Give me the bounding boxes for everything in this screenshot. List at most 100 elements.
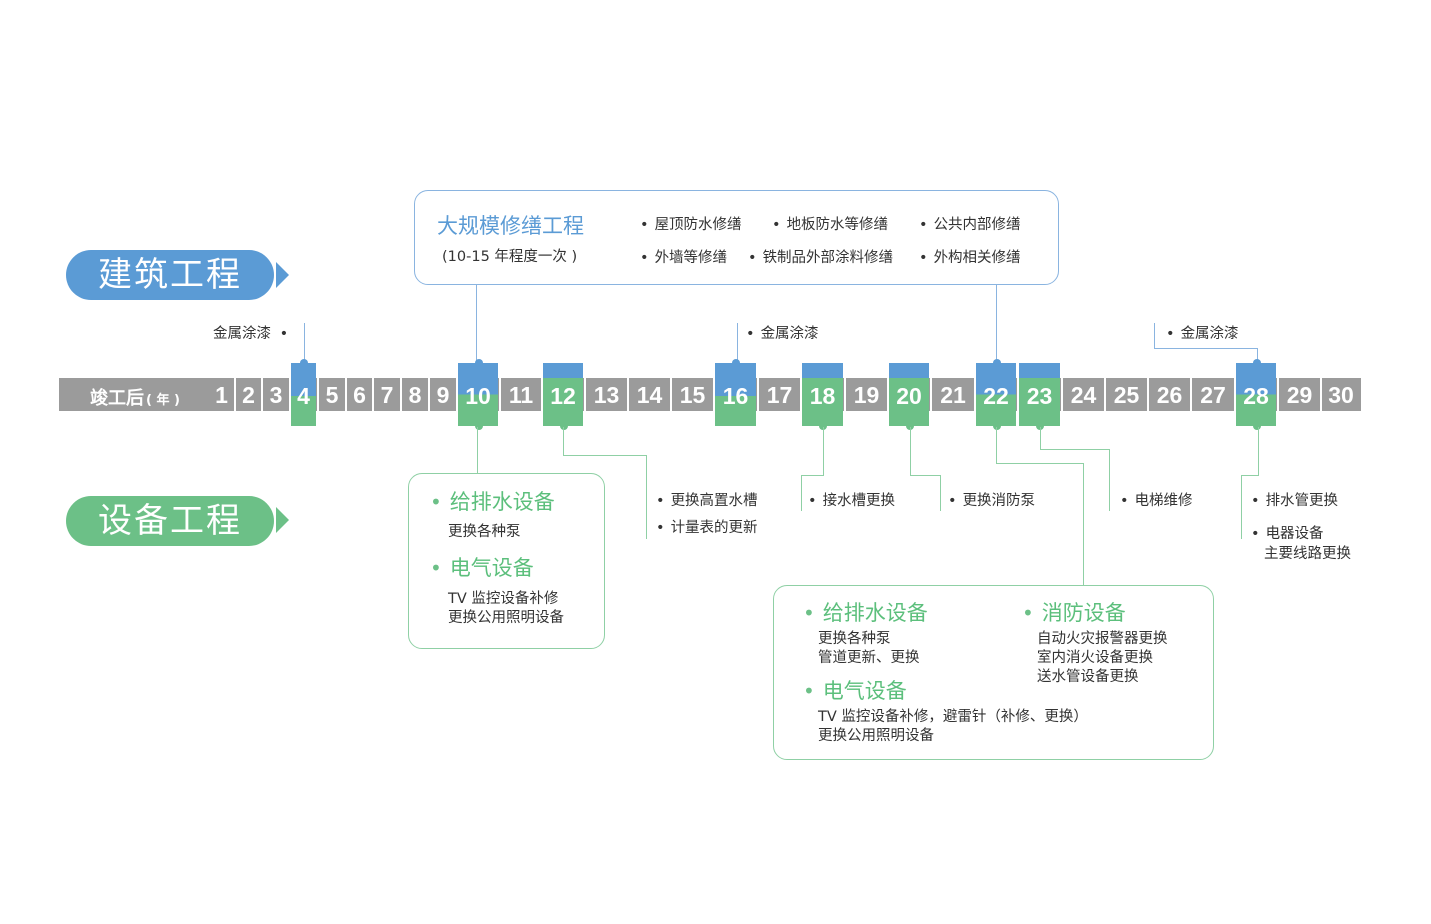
- connector-line: [737, 323, 738, 363]
- connector-line: [1257, 348, 1258, 363]
- major-repair-item: 屋顶防水修缮: [640, 213, 742, 234]
- timeline-separator: [887, 378, 889, 411]
- equipment-y22-group3-title: 电气设备: [803, 675, 907, 705]
- timeline-year-10: 10: [458, 363, 498, 426]
- equipment-y22-group1-line: 管道更新、更换: [818, 650, 920, 666]
- equipment-marker-dot: [559, 422, 568, 430]
- timeline-separator: [670, 378, 672, 411]
- connector-line: [801, 475, 824, 476]
- connector-line: [801, 475, 802, 511]
- connector-line: [1154, 323, 1155, 349]
- connector-line: [996, 427, 997, 463]
- equipment-y10-group2-line: 更换公用照明设备: [448, 610, 564, 626]
- building-arrow-icon: [276, 262, 289, 288]
- equipment-y22-group3-line: 更换公用照明设备: [818, 728, 934, 744]
- timeline-year-24: 24: [1070, 382, 1097, 408]
- timeline-separator: [1190, 378, 1192, 411]
- connector-line: [476, 284, 477, 364]
- equipment-y28-item: 电器设备: [1251, 522, 1324, 543]
- equipment-y20-item: 更换消防泵: [948, 489, 1036, 510]
- connector-line: [304, 323, 305, 363]
- timeline-year-22: 22: [976, 363, 1016, 426]
- timeline-year-30: 30: [1328, 382, 1354, 408]
- timeline-year-20: 20: [889, 363, 929, 426]
- timeline-separator: [584, 378, 586, 411]
- timeline-separator: [1017, 378, 1019, 411]
- timeline-separator: [372, 378, 374, 411]
- timeline-year-21: 21: [940, 382, 966, 408]
- timeline-year-23: 23: [1019, 363, 1060, 426]
- metal-paint-label-y4: 金属涂漆 •: [213, 326, 289, 342]
- equipment-marker-dot: [992, 422, 1001, 430]
- equipment-y28-item-line2: 主要线路更换: [1264, 546, 1351, 562]
- timeline-separator: [234, 378, 236, 411]
- timeline-year-2: 2: [242, 382, 255, 408]
- equipment-y10-group1-line: 更换各种泵: [448, 524, 521, 540]
- equipment-y12-item: 计量表的更新: [656, 516, 758, 537]
- connector-line: [563, 427, 564, 455]
- timeline-year-29: 29: [1286, 382, 1313, 408]
- connector-line: [1040, 449, 1110, 450]
- equipment-y10-group2-line: TV 监控设备补修: [448, 591, 559, 607]
- timeline-separator: [456, 378, 458, 411]
- timeline-year-16: 16: [715, 363, 756, 426]
- building-category-label: 建筑工程: [66, 250, 274, 300]
- metal-paint-label-y16: 金属涂漆: [746, 322, 819, 343]
- equipment-y18-item: 接水槽更换: [808, 489, 896, 510]
- timeline-separator: [800, 378, 802, 411]
- timeline-year-14: 14: [636, 382, 663, 408]
- connector-line: [1109, 449, 1110, 511]
- timeline-separator: [757, 378, 759, 411]
- connector-line: [996, 284, 997, 364]
- timeline-label: 竣工后( 年 ): [90, 388, 180, 409]
- timeline-year-13: 13: [593, 382, 620, 408]
- timeline-year-28: 28: [1236, 363, 1276, 426]
- timeline-year-5: 5: [325, 382, 339, 408]
- connector-line: [823, 427, 824, 475]
- equipment-category-label: 设备工程: [66, 496, 274, 546]
- timeline-separator: [844, 378, 846, 411]
- major-repair-box: [414, 190, 1059, 285]
- connector-line: [1083, 463, 1084, 585]
- equipment-marker-dot: [1036, 422, 1044, 430]
- equipment-y22-group1-title: 给排水设备: [803, 597, 928, 627]
- timeline-separator: [1320, 378, 1322, 411]
- timeline-year-18: 18: [802, 363, 843, 426]
- equipment-marker-dot: [474, 422, 483, 430]
- connector-line: [563, 455, 647, 456]
- building-marker-dot: [992, 359, 1001, 367]
- timeline-year-27: 27: [1200, 382, 1226, 408]
- timeline-year-3: 3: [269, 382, 283, 408]
- equipment-marker-dot: [819, 422, 827, 430]
- major-repair-item: 外墙等修缮: [640, 246, 728, 267]
- equipment-y23-item: 电梯维修: [1120, 489, 1193, 510]
- timeline-separator: [261, 378, 263, 411]
- connector-line: [996, 463, 1084, 464]
- connector-line: [477, 427, 478, 473]
- connector-line: [910, 427, 911, 475]
- equipment-y22-group2-line: 自动火灾报警器更换: [1037, 631, 1168, 647]
- timeline-separator: [930, 378, 932, 411]
- major-repair-item: 公共内部修缮: [919, 213, 1021, 234]
- major-repair-item: 外构相关修缮: [919, 246, 1021, 267]
- building-marker-dot: [732, 359, 740, 367]
- equipment-marker-dot: [905, 422, 914, 430]
- building-marker-dot: [474, 359, 483, 367]
- timeline-separator: [428, 378, 430, 411]
- timeline-separator: [974, 378, 976, 411]
- equipment-y12-item: 更换高置水槽: [656, 489, 758, 510]
- timeline-separator: [541, 378, 543, 411]
- equipment-y22-group2-line: 室内消火设备更换: [1037, 650, 1153, 666]
- timeline-separator: [1104, 378, 1106, 411]
- equipment-y22-group1-line: 更换各种泵: [818, 631, 891, 647]
- metal-paint-label-y28: 金属涂漆: [1166, 322, 1239, 343]
- building-marker-dot: [1252, 359, 1261, 367]
- timeline-year-1: 1: [215, 382, 228, 408]
- equipment-y10-group2-title: 电气设备: [430, 552, 534, 582]
- timeline-separator: [400, 378, 402, 411]
- timeline-year-6: 6: [353, 382, 366, 408]
- timeline-year-17: 17: [766, 382, 793, 408]
- connector-line: [1258, 427, 1259, 475]
- major-repair-item: 铁制品外部涂料修缮: [748, 246, 894, 267]
- connector-line: [940, 475, 941, 511]
